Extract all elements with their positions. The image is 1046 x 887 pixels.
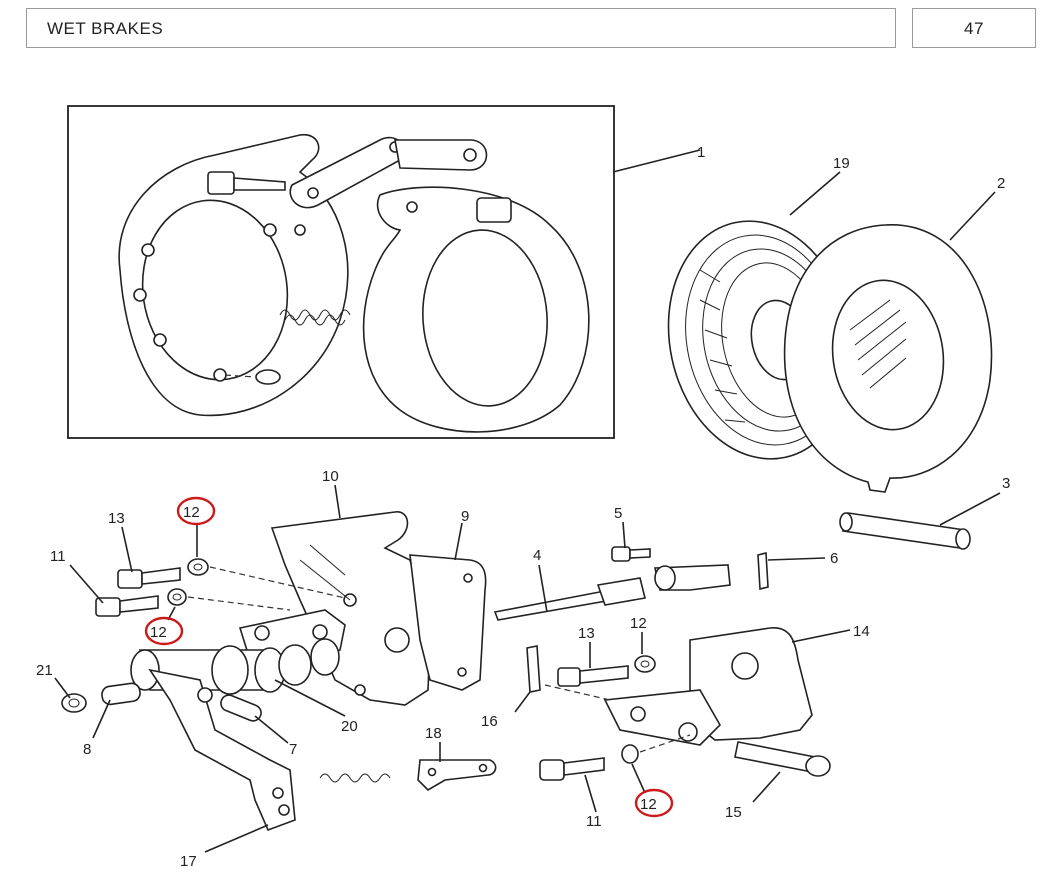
return-spring (279, 309, 351, 326)
bolt-13-left (117, 567, 181, 589)
callout-6: 6 (830, 550, 838, 567)
callout-19: 19 (833, 155, 850, 172)
page-number: 47 (964, 19, 984, 38)
bolt-13-right (557, 665, 629, 687)
highlight-rings (144, 496, 674, 818)
callout-20: 20 (341, 718, 358, 735)
callout-2: 2 (997, 175, 1005, 192)
callout-15: 15 (725, 804, 742, 821)
callout-labels: 1 2 3 4 5 6 7 8 9 10 11 11 12 12 12 12 1… (36, 144, 1010, 870)
pin-8 (101, 682, 141, 706)
brake-housing (270, 511, 431, 706)
callout-7: 7 (289, 741, 297, 758)
highlight-ring-12-b (144, 616, 184, 646)
highlight-ring-12-a (176, 496, 216, 526)
washer-12-right-lower (621, 744, 639, 764)
bolt-11-right (539, 757, 605, 781)
stud-bolt (207, 171, 286, 195)
cam-shaft (130, 644, 312, 695)
callout-8: 8 (83, 741, 91, 758)
highlight-ring-12-d (634, 788, 674, 818)
bracket (603, 627, 813, 746)
washer-12-upper-left (187, 558, 209, 576)
bolt-5 (611, 546, 651, 562)
pin-16 (526, 645, 541, 693)
washer-12-lower-left (167, 588, 187, 606)
title-box: WET BRAKES (26, 8, 896, 48)
callout-4: 4 (533, 547, 541, 564)
plate-18 (417, 759, 497, 792)
small-spring (319, 773, 391, 783)
callout-12-d: 12 (640, 796, 657, 813)
brake-actuator-left-plate (118, 134, 349, 417)
callout-12-a: 12 (183, 504, 200, 521)
pin-15 (734, 741, 831, 777)
steel-disc (783, 224, 993, 493)
callout-13-left: 13 (108, 510, 125, 527)
callout-13-right: 13 (578, 625, 595, 642)
callout-3: 3 (1002, 475, 1010, 492)
inset-frame (67, 105, 615, 439)
washer-12-right-upper (634, 655, 656, 673)
callout-11-left: 11 (50, 548, 66, 565)
nut-21 (61, 693, 87, 713)
page-title: WET BRAKES (47, 19, 164, 38)
callout-10: 10 (322, 468, 339, 485)
callout-14: 14 (853, 623, 870, 640)
lever-arm (148, 668, 296, 832)
callout-17: 17 (180, 853, 197, 870)
page-number-box: 47 (912, 8, 1036, 48)
link-arms (289, 136, 488, 209)
leader-lines (54, 149, 1001, 853)
pin (839, 512, 971, 550)
rod-clevis (493, 564, 731, 621)
pin-6 (757, 551, 769, 591)
mounting-plate (409, 554, 487, 691)
callout-16: 16 (481, 713, 498, 730)
callout-1: 1 (697, 144, 705, 161)
brake-actuator-right-plate (362, 186, 590, 433)
callout-12-b: 12 (150, 624, 167, 641)
callout-11-right: 11 (586, 813, 602, 830)
callout-18: 18 (425, 725, 442, 742)
callout-12-c: 12 (630, 615, 647, 632)
callout-5: 5 (614, 505, 622, 522)
bolt-11-left (95, 595, 159, 617)
callout-9: 9 (461, 508, 469, 525)
pin-7 (220, 694, 262, 722)
callout-21: 21 (36, 662, 53, 679)
